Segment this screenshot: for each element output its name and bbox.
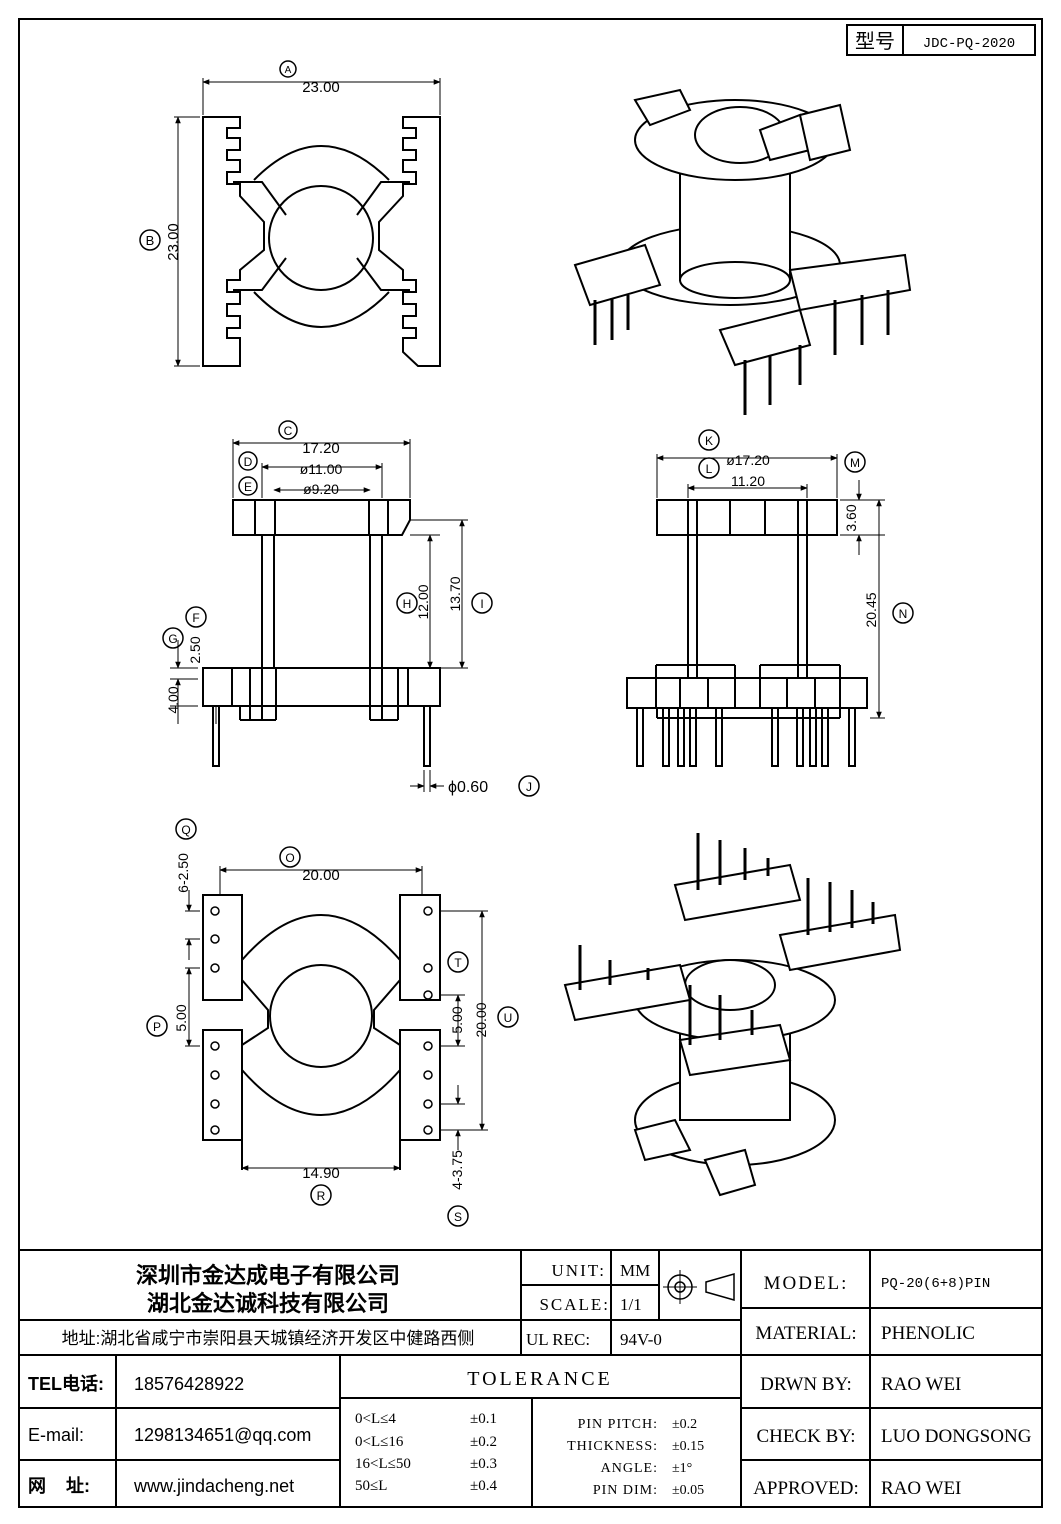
dim-t-value: 5.00	[449, 1006, 465, 1033]
approved-value: RAO WEI	[881, 1478, 961, 1499]
dim-j-letter: J	[526, 780, 532, 794]
dim-a-value: 23.00	[302, 79, 340, 96]
dim-g-letter: G	[168, 632, 177, 646]
dim-r-letter: R	[317, 1189, 326, 1203]
dim-a-marker	[279, 60, 297, 78]
dim-i-value: 13.70	[447, 576, 463, 611]
company-name-1: 深圳市金达成电子有限公司	[136, 1263, 400, 1288]
pin-tol-label: PIN DIM:	[593, 1483, 658, 1498]
dim-g-value: 4.00	[165, 686, 181, 713]
dim-r-value: 14.90	[302, 1165, 340, 1182]
dim-b-value: 23.00	[165, 223, 182, 261]
side-view	[626, 454, 885, 767]
dim-s-value: 4-3.75	[449, 1150, 465, 1190]
dim-s-letter: S	[454, 1210, 462, 1224]
dim-c-letter: C	[284, 424, 293, 438]
drawn-by-label: DRWN BY:	[760, 1374, 852, 1395]
pin-tol-label: ANGLE:	[601, 1461, 658, 1476]
dim-q-value: 6-2.50	[175, 853, 191, 893]
pin-tol-value: ±0.2	[672, 1417, 697, 1432]
dim-h-value: 12.00	[415, 584, 431, 619]
dim-l-value: 11.20	[731, 473, 765, 489]
pin-tol-value: ±1°	[672, 1461, 692, 1476]
model-box-label: 型号	[855, 30, 895, 53]
dim-c-value: 17.20	[302, 440, 340, 457]
dim-n-letter: N	[899, 607, 908, 621]
check-by-label: CHECK BY:	[756, 1426, 855, 1447]
email-label: E-mail:	[28, 1425, 84, 1445]
material-label: MATERIAL:	[755, 1323, 856, 1344]
dim-d-value: ø11.00	[300, 461, 343, 477]
dim-b-letter: B	[146, 233, 155, 248]
tol-value: ±0.4	[470, 1478, 497, 1494]
tol-range: 50≤L	[355, 1478, 387, 1494]
tol-range: 0<L≤4	[355, 1411, 396, 1427]
model-number-box: 型号 JDC-PQ-2020	[846, 24, 1036, 56]
dim-d-letter: D	[244, 455, 253, 469]
dim-u-letter: U	[504, 1011, 513, 1025]
pin-tol-label: THICKNESS:	[567, 1439, 658, 1454]
tol-range: 0<L≤16	[355, 1434, 404, 1450]
isometric-view-bottom	[563, 833, 902, 1197]
scale-label: SCALE:	[539, 1295, 610, 1314]
model-label: MODEL:	[764, 1273, 849, 1294]
dim-a-letter: A	[285, 65, 292, 76]
pin-tol-value: ±0.05	[672, 1483, 704, 1498]
email-value: 1298134651@qq.com	[134, 1425, 311, 1445]
pin-tol-value: ±0.15	[672, 1439, 704, 1454]
model-value: PQ-20(6+8)PIN	[881, 1276, 990, 1292]
web-value: www.jindacheng.net	[133, 1476, 294, 1496]
unit-label: UNIT:	[552, 1261, 606, 1280]
ulrec-value: 94V-0	[620, 1330, 662, 1349]
dim-m-value: 3.60	[843, 504, 859, 531]
isometric-view-top	[573, 88, 912, 415]
dim-t-letter: T	[454, 956, 462, 970]
top-view	[174, 78, 441, 367]
check-by-value: LUO DONGSONG	[881, 1426, 1032, 1447]
dim-h-letter: H	[403, 597, 412, 611]
dim-q-letter: Q	[181, 823, 190, 837]
dim-k-value: ø17.20	[726, 452, 770, 468]
tolerance-title: TOLERANCE	[467, 1368, 613, 1390]
dim-m-letter: M	[850, 456, 860, 470]
bottom-view	[185, 866, 488, 1171]
material-value: PHENOLIC	[881, 1323, 975, 1344]
dim-k-letter: K	[705, 434, 713, 448]
dim-u-value: 20.00	[473, 1002, 489, 1037]
front-view	[170, 439, 468, 792]
dim-e-value: ø9.20	[303, 481, 339, 497]
dim-o-value: 20.00	[302, 867, 340, 884]
dim-j-value: ϕ0.60	[448, 779, 488, 796]
ulrec-label: UL REC:	[526, 1330, 590, 1349]
dim-n-value: 20.45	[863, 592, 879, 627]
dim-f-value: 2.50	[187, 636, 203, 663]
dim-b-marker	[139, 229, 161, 251]
dim-p-value: 5.00	[173, 1004, 189, 1031]
dim-e-letter: E	[244, 480, 252, 494]
model-box-value: JDC-PQ-2020	[923, 36, 1015, 52]
tel-label: TEL电话:	[28, 1373, 104, 1394]
approved-label: APPROVED:	[753, 1478, 859, 1499]
tol-range: 16<L≤50	[355, 1456, 411, 1472]
dim-f-letter: F	[192, 611, 199, 625]
title-block	[18, 1249, 1043, 1508]
scale-value: 1/1	[620, 1295, 642, 1314]
unit-value: MM	[620, 1261, 650, 1280]
dim-l-letter: L	[706, 462, 713, 476]
drawing-frame	[18, 18, 1043, 1508]
company-address: 地址:湖北省咸宁市崇阳县天城镇经济开发区中健路西侧	[62, 1329, 475, 1348]
tol-value: ±0.2	[470, 1434, 497, 1450]
tel-value: 18576428922	[134, 1374, 244, 1394]
company-name-2: 湖北金达诚科技有限公司	[147, 1291, 389, 1316]
pin-tol-label: PIN PITCH:	[578, 1417, 658, 1432]
dim-o-letter: O	[285, 851, 294, 865]
dim-i-letter: I	[480, 597, 483, 611]
web-label: 网 址:	[28, 1476, 90, 1496]
dim-p-letter: P	[153, 1020, 161, 1034]
drawn-by-value: RAO WEI	[881, 1374, 961, 1395]
tol-value: ±0.1	[470, 1411, 497, 1427]
tol-value: ±0.3	[470, 1456, 497, 1472]
